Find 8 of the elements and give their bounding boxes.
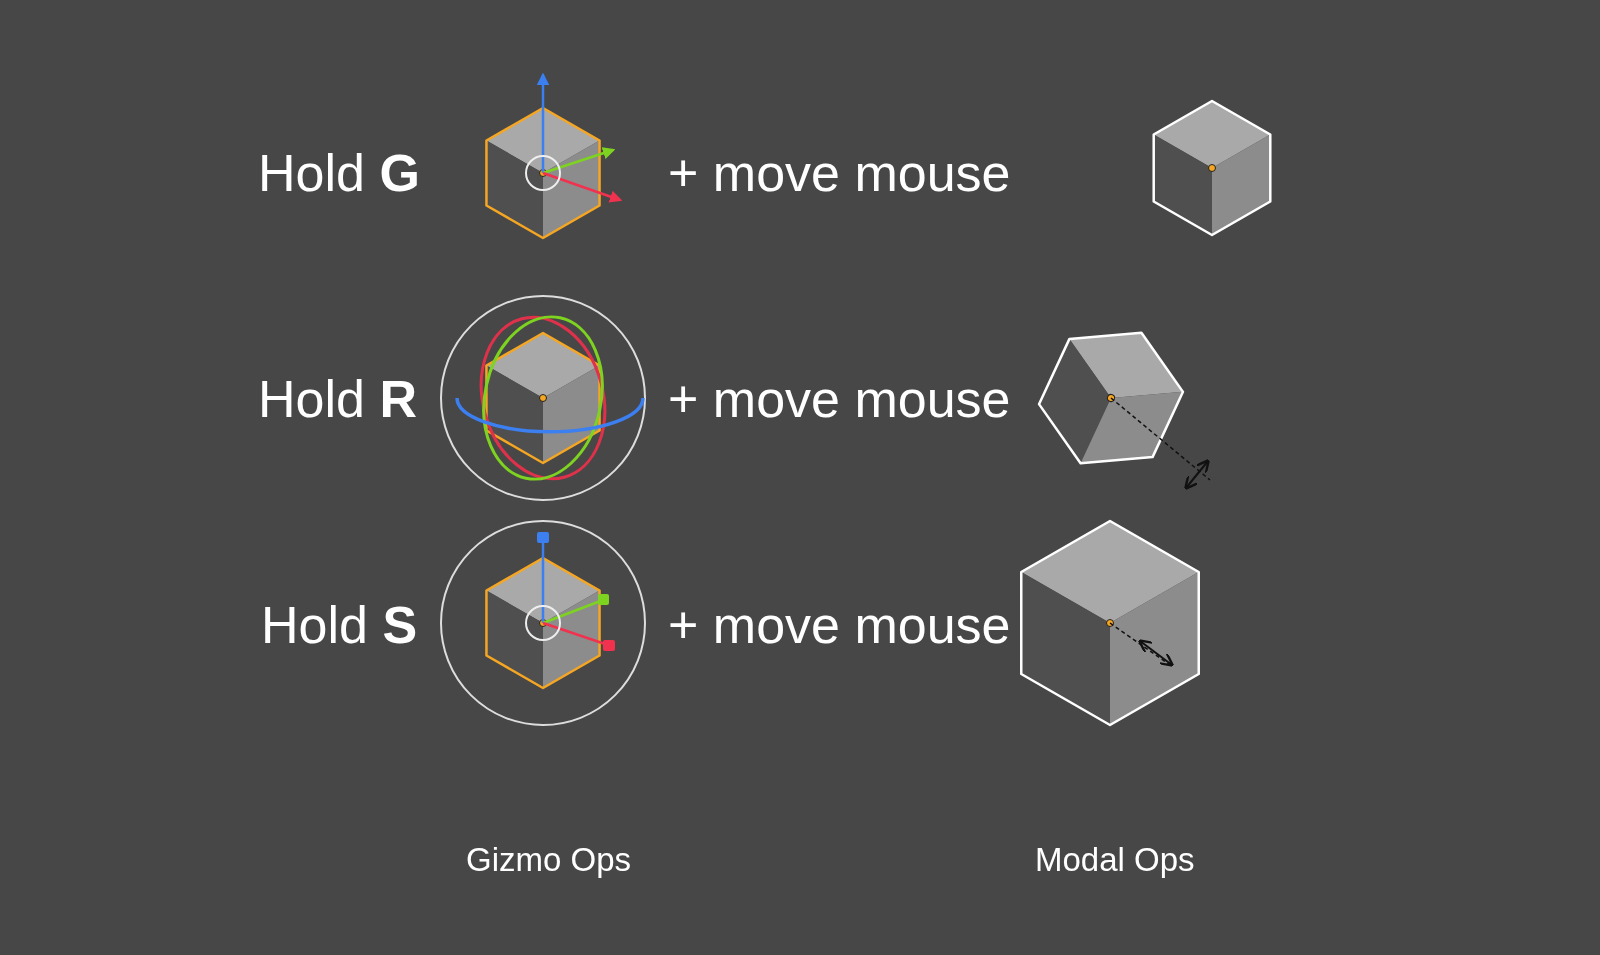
instruction-text: + move mouse xyxy=(668,373,1011,425)
column-caption: Gizmo Ops xyxy=(466,843,632,876)
column-caption: Modal Ops xyxy=(1035,843,1195,876)
instruction-text: + move mouse xyxy=(668,599,1011,651)
key-instruction: Hold S xyxy=(261,599,418,651)
key-instruction: Hold G xyxy=(258,147,420,199)
instruction-text: + move mouse xyxy=(668,147,1011,199)
key-instruction: Hold R xyxy=(258,373,417,425)
